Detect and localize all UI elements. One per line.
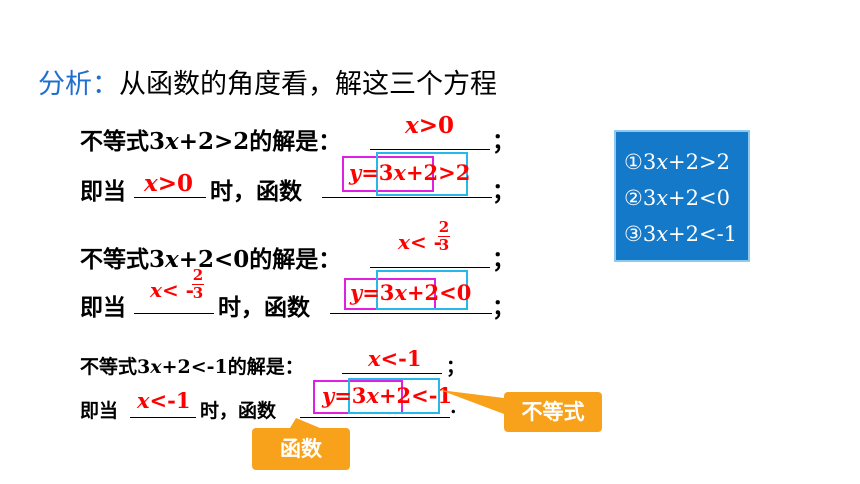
function-blank-4 — [330, 288, 492, 314]
function-text: 时，函数 — [200, 400, 277, 422]
inequality-highlight-box — [348, 378, 440, 414]
page-title: 分析：从函数的角度看，解这三个方程 — [38, 62, 497, 101]
title-text: 从函数的角度看，解这三个方程 — [119, 69, 497, 100]
answer-blank-5 — [342, 350, 442, 374]
semicolon: ； — [492, 294, 515, 321]
inequality-2-statement: 不等式3x+2<0的解是： — [80, 246, 342, 273]
answer-3: x< - — [398, 230, 442, 254]
semicolon: ； — [446, 356, 466, 378]
condition-4: x< - — [150, 278, 194, 302]
inequality-1-statement: 不等式3x+2>2的解是： — [80, 128, 342, 155]
panel-item-1: ①3x+2>2 — [624, 150, 730, 174]
function-highlight-box — [342, 156, 434, 192]
period: . — [450, 396, 457, 418]
panel-item-2: ②3x+2<0 — [624, 186, 730, 210]
condition-2: x>0 — [144, 170, 193, 197]
inequality-highlight-box — [376, 270, 468, 310]
condition-blank-2 — [134, 172, 206, 198]
equations-panel: ①3x+2>2 ②3x+2<0 ③3x+2<-1 — [614, 130, 750, 262]
function-expression-6: y=3x+2<-1 — [322, 383, 453, 408]
when-text: 即当 — [80, 400, 119, 422]
semicolon: ； — [492, 128, 515, 155]
function-blank-6 — [300, 394, 450, 418]
when-text: 即当 — [80, 178, 126, 205]
semicolon: ； — [492, 246, 515, 273]
condition-blank-4 — [134, 288, 214, 314]
function-callout: 函数 — [252, 428, 350, 470]
semicolon: ； — [492, 178, 515, 205]
when-text: 即当 — [80, 294, 126, 321]
condition-6: x<-1 — [137, 388, 191, 413]
answer-5: x<-1 — [368, 346, 422, 371]
inequality-callout-pointer — [440, 390, 504, 414]
inequality-callout: 不等式 — [504, 392, 602, 432]
function-expression-2: y=3x+2>2 — [349, 160, 471, 185]
inequality-3-statement: 不等式3x+2<-1的解是： — [80, 356, 304, 378]
answer-blank-1 — [370, 124, 490, 150]
function-text: 时，函数 — [210, 178, 302, 205]
panel-item-3: ③3x+2<-1 — [624, 222, 738, 246]
function-expression-4: y=3x+2<0 — [350, 280, 472, 305]
function-text: 时，函数 — [218, 294, 310, 321]
condition-blank-6 — [130, 394, 196, 418]
function-callout-pointer — [290, 418, 320, 428]
answer-blank-3 — [370, 242, 490, 268]
function-blank-2 — [322, 172, 492, 198]
title-label: 分析： — [38, 69, 119, 100]
answer-1: x>0 — [405, 112, 454, 139]
inequality-highlight-box — [376, 152, 468, 196]
